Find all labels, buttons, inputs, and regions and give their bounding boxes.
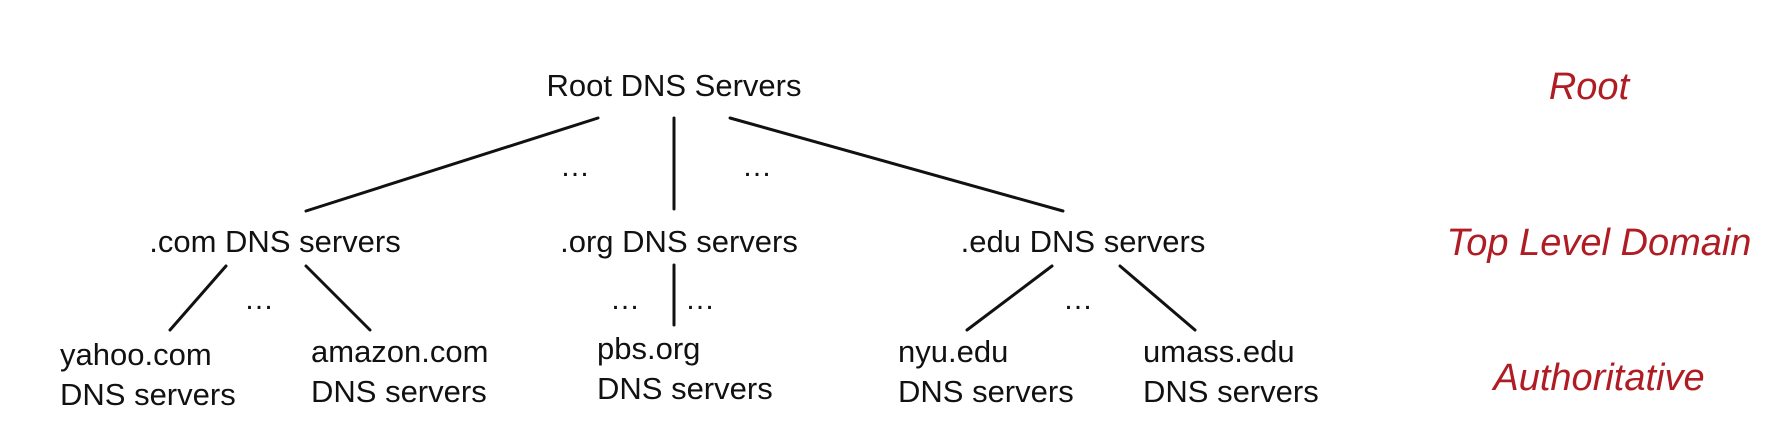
edge-root-com (304, 116, 600, 213)
umass-domain-label: umass.edu (1143, 334, 1295, 369)
edge-com-yahoo (168, 264, 228, 332)
org-dns-servers-label: .org DNS servers (560, 224, 798, 259)
yahoo-domain-label: yahoo.com (60, 337, 212, 372)
root-dns-servers-label: Root DNS Servers (546, 68, 802, 103)
amazon-dns-servers-node: amazon.com DNS servers (311, 332, 488, 412)
com-children-ellipsis: … (244, 283, 275, 316)
edge-edu-nyu (965, 264, 1054, 332)
edu-dns-servers-label: .edu DNS servers (960, 224, 1206, 259)
level-label-root: Root (1548, 66, 1630, 108)
pbs-dns-servers-node: pbs.org DNS servers (597, 329, 773, 409)
level-label-authoritative: Authoritative (1493, 357, 1705, 399)
org-children-ellipsis-right: … (685, 283, 716, 316)
nyu-domain-label: nyu.edu (898, 334, 1009, 369)
com-dns-servers-node: .com DNS servers (149, 222, 400, 262)
root-ellipsis-right: … (742, 150, 773, 183)
com-dns-servers-label: .com DNS servers (149, 224, 401, 259)
org-children-ellipsis-left: … (610, 283, 641, 316)
amazon-domain-label: amazon.com (311, 334, 489, 369)
root-ellipsis-left: … (560, 150, 591, 183)
pbs-domain-label: pbs.org (597, 331, 701, 366)
nyu-dns-servers-node: nyu.edu DNS servers (898, 332, 1074, 412)
root-dns-servers-node: Root DNS Servers (547, 66, 802, 106)
edge-edu-umass (1118, 264, 1197, 332)
yahoo-dns-servers-label: DNS servers (60, 377, 236, 412)
edge-root-edu (728, 116, 1065, 213)
yahoo-dns-servers-node: yahoo.com DNS servers (60, 335, 236, 415)
amazon-dns-servers-label: DNS servers (311, 374, 487, 409)
org-dns-servers-node: .org DNS servers (560, 222, 798, 262)
edge-com-amazon (304, 264, 372, 332)
edu-children-ellipsis: … (1063, 283, 1094, 316)
pbs-dns-servers-label: DNS servers (597, 371, 773, 406)
nyu-dns-servers-label: DNS servers (898, 374, 1074, 409)
umass-dns-servers-label: DNS servers (1143, 374, 1319, 409)
umass-dns-servers-node: umass.edu DNS servers (1143, 332, 1319, 412)
level-label-top-level-domain: Top Level Domain (1446, 222, 1752, 264)
edu-dns-servers-node: .edu DNS servers (961, 222, 1206, 262)
